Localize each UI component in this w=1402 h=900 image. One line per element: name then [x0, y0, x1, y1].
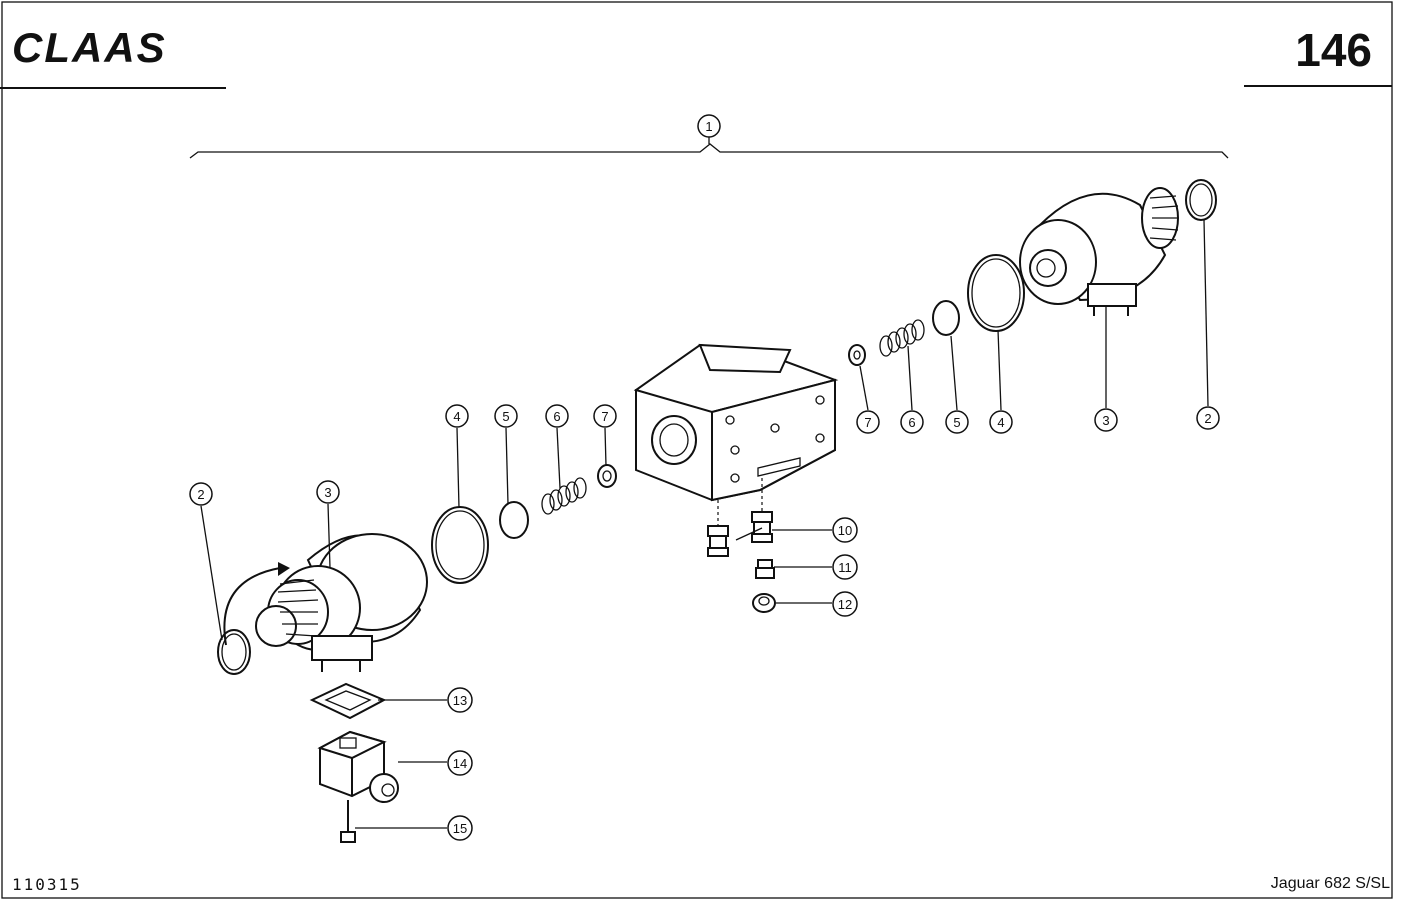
svg-text:2: 2 [1204, 411, 1211, 426]
drawing-number: 110315 [12, 875, 82, 894]
callout-13: 13 [447, 687, 473, 713]
svg-text:7: 7 [601, 409, 608, 424]
svg-text:1: 1 [705, 119, 712, 134]
callout-4-left: 4 [445, 404, 469, 428]
svg-text:4: 4 [997, 415, 1004, 430]
callout-4-right: 4 [989, 410, 1013, 434]
callout-10: 10 [832, 517, 858, 543]
nut-12 [752, 593, 776, 613]
callout-12: 12 [832, 591, 858, 617]
left-spring [541, 477, 587, 515]
svg-text:10: 10 [838, 523, 852, 538]
brand-logo: CLAAS [12, 24, 167, 71]
page-number: 146 [1295, 24, 1372, 76]
connector-plug-14 [317, 730, 399, 803]
rotation-arrow [223, 567, 281, 646]
callout-5-right: 5 [945, 410, 969, 434]
callout-2-right: 2 [1196, 406, 1220, 430]
valve-body [633, 343, 839, 502]
fitting-11 [755, 559, 775, 579]
svg-text:15: 15 [453, 821, 467, 836]
svg-text:6: 6 [908, 415, 915, 430]
callout-3-left: 3 [316, 480, 340, 504]
left-o-ring-medium [499, 501, 529, 539]
callout-7-right: 7 [856, 410, 880, 434]
svg-text:5: 5 [502, 409, 509, 424]
svg-text:12: 12 [838, 597, 852, 612]
right-o-ring-large [967, 254, 1025, 332]
model-label: Jaguar 682 S/SL [1271, 875, 1390, 892]
callout-7-left: 7 [593, 404, 617, 428]
callout-6-left: 6 [545, 404, 569, 428]
left-o-ring-large [431, 506, 489, 584]
right-solenoid-coil [1019, 187, 1179, 316]
svg-text:11: 11 [838, 560, 852, 575]
callout-2-left: 2 [189, 482, 213, 506]
left-o-ring-small [217, 629, 251, 675]
right-washer [848, 344, 866, 366]
fitting-10 [707, 511, 773, 557]
leader-lines [200, 219, 1209, 829]
callout-3-right: 3 [1094, 408, 1118, 432]
left-solenoid-coil [255, 533, 428, 672]
callout-6-right: 6 [900, 410, 924, 434]
gasket-13 [309, 682, 387, 720]
svg-text:6: 6 [553, 409, 560, 424]
svg-text:7: 7 [864, 415, 871, 430]
callout-5-left: 5 [494, 404, 518, 428]
callout-11: 11 [832, 554, 858, 580]
svg-text:3: 3 [1102, 413, 1109, 428]
right-o-ring-small [1185, 179, 1217, 221]
assembly-bracket [189, 143, 1229, 159]
screw-15 [340, 800, 356, 843]
svg-text:3: 3 [324, 485, 331, 500]
svg-text:13: 13 [453, 693, 467, 708]
callout-1: 1 [697, 114, 721, 138]
right-o-ring-medium [932, 300, 960, 336]
svg-text:14: 14 [453, 756, 467, 771]
left-washer [597, 464, 617, 488]
svg-text:4: 4 [453, 409, 460, 424]
callout-15: 15 [447, 815, 473, 841]
right-spring [879, 319, 925, 357]
svg-text:5: 5 [953, 415, 960, 430]
svg-text:2: 2 [197, 487, 204, 502]
callout-14: 14 [447, 750, 473, 776]
